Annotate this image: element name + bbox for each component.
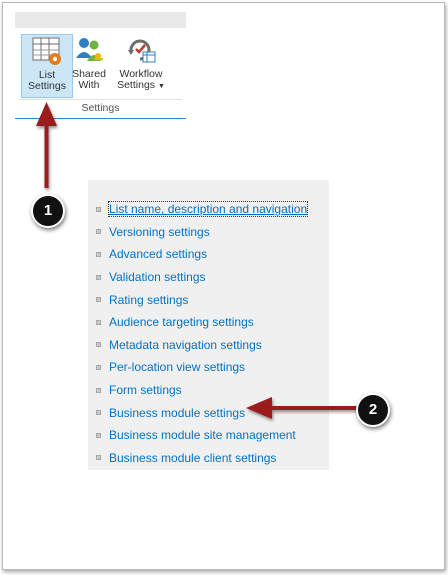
arrow-2-head	[246, 397, 272, 419]
general-settings-panel: List name, description and navigation Ve…	[88, 180, 329, 470]
shared-with-label-1: Shared	[72, 68, 106, 80]
callout-badge-1: 1	[31, 194, 65, 228]
workflow-settings-button[interactable]: Workflow Settings ▼	[115, 34, 167, 92]
bullet-icon	[96, 387, 101, 393]
link-metadata-navigation-settings[interactable]: Metadata navigation settings	[109, 337, 262, 352]
ribbon-group-label: Settings	[81, 102, 120, 114]
list-settings-label-1: List	[38, 69, 56, 81]
group-separator	[19, 99, 182, 100]
link-advanced-settings[interactable]: Advanced settings	[109, 247, 208, 262]
list-item: Advanced settings	[96, 243, 307, 266]
list-item: Form settings	[96, 379, 307, 402]
link-audience-targeting-settings[interactable]: Audience targeting settings	[109, 315, 254, 330]
workflow-settings-label-1: Workflow	[119, 68, 163, 80]
bullet-icon	[96, 364, 101, 370]
link-validation-settings[interactable]: Validation settings	[109, 270, 206, 285]
list-item: Rating settings	[96, 288, 307, 311]
list-item: Business module settings	[96, 401, 307, 424]
callout-badge-2: 2	[356, 393, 390, 427]
ribbon-settings-group: List Settings Shared With Workflow Setti…	[15, 28, 186, 119]
link-versioning-settings[interactable]: Versioning settings	[109, 224, 210, 239]
link-business-module-client-settings[interactable]: Business module client settings	[109, 450, 277, 465]
link-form-settings[interactable]: Form settings	[109, 383, 182, 398]
list-item: Business module client settings	[96, 447, 307, 470]
list-item: Per-location view settings	[96, 356, 307, 379]
link-list-name-description-navigation[interactable]: List name, description and navigation	[107, 201, 309, 218]
bullet-icon	[96, 274, 101, 280]
shared-with-button[interactable]: Shared With	[71, 34, 107, 91]
list-item: Metadata navigation settings	[96, 334, 307, 357]
arrow-1-head	[36, 102, 57, 126]
link-business-module-site-management[interactable]: Business module site management	[109, 428, 296, 443]
list-item: Business module site management	[96, 424, 307, 447]
bullet-icon	[96, 251, 101, 257]
bullet-icon	[96, 229, 101, 235]
bullet-icon	[96, 319, 101, 325]
bullet-icon	[96, 342, 101, 348]
bullet-icon	[96, 455, 101, 461]
list-settings-label-2: Settings	[28, 80, 66, 92]
list-item: List name, description and navigation	[96, 198, 309, 221]
list-item: Audience targeting settings	[96, 311, 307, 334]
list-settings-icon	[32, 37, 61, 65]
link-rating-settings[interactable]: Rating settings	[109, 292, 189, 307]
shared-with-label-2: With	[78, 79, 100, 91]
workflow-settings-icon	[128, 39, 156, 63]
link-business-module-settings[interactable]: Business module settings	[109, 405, 246, 420]
arrow-1-shaft	[44, 122, 49, 188]
bullet-icon	[96, 432, 101, 438]
bullet-icon	[96, 206, 101, 212]
settings-link-list: List name, description and navigation Ve…	[96, 198, 309, 470]
bullet-icon	[96, 297, 101, 303]
shared-with-icon	[76, 38, 103, 61]
workflow-settings-label-2: Settings	[117, 79, 156, 91]
list-item: Versioning settings	[96, 221, 307, 244]
arrow-2-shaft	[268, 406, 358, 410]
ribbon-tab-bar	[15, 12, 186, 28]
list-settings-button[interactable]: List Settings	[21, 34, 73, 98]
bullet-icon	[96, 410, 101, 416]
link-per-location-view-settings[interactable]: Per-location view settings	[109, 360, 246, 375]
dropdown-arrow-icon: ▼	[157, 83, 165, 90]
list-item: Validation settings	[96, 266, 307, 289]
